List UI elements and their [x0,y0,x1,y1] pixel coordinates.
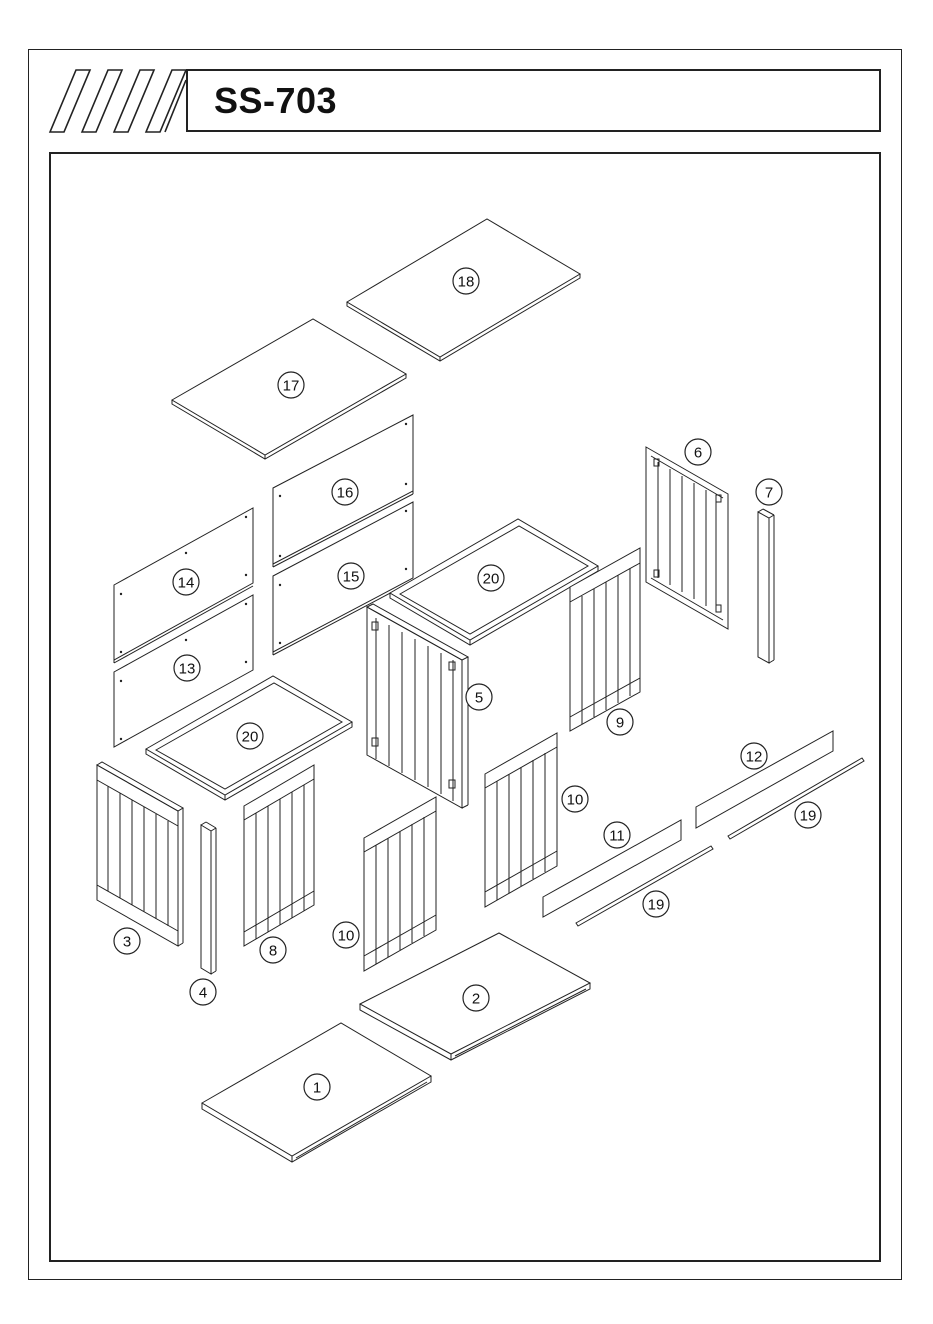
svg-text:9: 9 [616,715,624,732]
callout-5: 5 [466,684,492,710]
callout-13: 13 [174,655,200,681]
callout-11: 11 [604,822,630,848]
callout-1: 1 [304,1074,330,1100]
svg-text:16: 16 [337,485,354,502]
strip-4 [201,822,216,974]
callout-2: 2 [463,985,489,1011]
svg-text:5: 5 [475,690,483,707]
svg-text:2: 2 [472,991,480,1008]
door-8 [244,765,314,946]
svg-text:7: 7 [765,485,773,502]
callout-16: 16 [332,479,358,505]
door-6 [646,447,728,629]
svg-text:6: 6 [694,445,702,462]
svg-text:14: 14 [178,575,195,592]
svg-text:1: 1 [313,1080,321,1097]
svg-text:10: 10 [567,792,584,809]
svg-text:12: 12 [746,749,763,766]
callout-20-lower: 20 [237,723,263,749]
svg-text:18: 18 [458,274,475,291]
callout-9: 9 [607,709,633,735]
svg-text:17: 17 [283,378,300,395]
callout-4: 4 [190,979,216,1005]
door-3 [97,762,183,946]
callout-14: 14 [173,569,199,595]
callout-19-upper: 19 [795,802,821,828]
door-10-left [364,797,436,971]
svg-text:11: 11 [609,828,625,845]
svg-text:3: 3 [123,934,131,951]
svg-text:15: 15 [343,569,360,586]
callout-19-lower: 19 [643,891,669,917]
callout-17: 17 [278,372,304,398]
callout-7: 7 [756,479,782,505]
svg-text:4: 4 [199,985,207,1002]
door-10-right [485,733,557,907]
svg-text:10: 10 [338,928,355,945]
svg-text:19: 19 [648,897,665,914]
svg-text:20: 20 [483,571,500,588]
callout-18: 18 [453,268,479,294]
svg-text:8: 8 [269,943,277,960]
callout-6: 6 [685,439,711,465]
svg-text:19: 19 [800,808,817,825]
callout-10-left: 10 [333,922,359,948]
callout-3: 3 [114,928,140,954]
callout-20-upper: 20 [478,565,504,591]
callout-10-right: 10 [562,786,588,812]
callout-15: 15 [338,563,364,589]
svg-text:20: 20 [242,729,259,746]
callout-12: 12 [741,743,767,769]
svg-text:13: 13 [179,661,196,678]
strip-7 [758,509,774,663]
callout-8: 8 [260,937,286,963]
